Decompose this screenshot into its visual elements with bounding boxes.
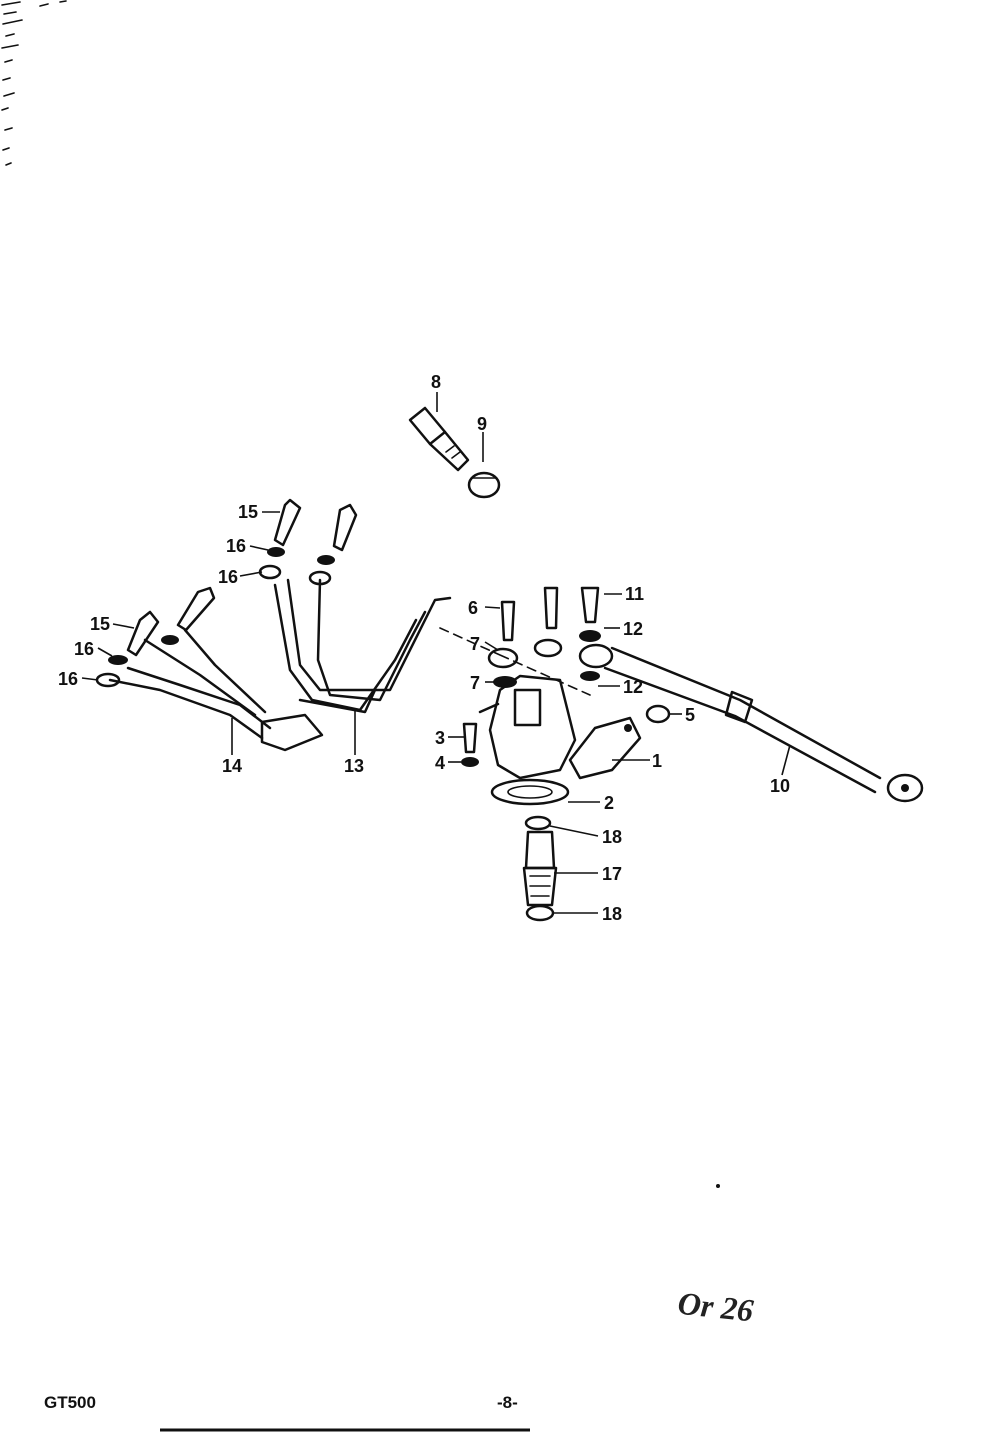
callout-13: 13 [344,756,364,776]
callout-16-lower-a: 16 [74,639,94,659]
callout-8: 8 [431,372,441,392]
part-10-cable [578,643,924,803]
callout-1: 1 [652,751,662,771]
part-8-bolt [408,406,470,472]
page-number: -8- [497,1393,518,1412]
callout-labels: 8 9 15 16 16 15 16 16 14 13 6 7 7 11 12 … [58,372,790,924]
callout-3: 3 [435,728,445,748]
part-12-washers [579,630,601,681]
part-17-drive-gear [522,830,558,907]
part-9-cap [467,471,501,499]
callout-14: 14 [222,756,242,776]
part-15-banjo-bolts [126,498,358,657]
part-5-cap [645,704,671,724]
callout-10: 10 [770,776,790,796]
part-4-washer [461,757,479,767]
callout-2: 2 [604,793,614,813]
scan-noise [1,0,67,166]
callout-17: 17 [602,864,622,884]
callout-16-upper-b: 16 [218,567,238,587]
callout-5: 5 [685,705,695,725]
part-18-washer-lower [525,904,555,922]
part-14-oil-pipes [108,628,324,752]
part-11-bolt [580,586,600,624]
leader-lines [81,392,791,914]
part-1-pump-body [478,674,642,780]
callout-15-upper: 15 [238,502,258,522]
callout-16-upper-a: 16 [226,536,246,556]
callout-9: 9 [477,414,487,434]
callout-18-upper: 18 [602,827,622,847]
callout-16-lower-b: 16 [58,669,78,689]
callout-18-lower: 18 [602,904,622,924]
callout-15-lower: 15 [90,614,110,634]
callout-12-upper: 12 [623,619,643,639]
callout-7-upper: 7 [470,634,480,654]
callout-12-lower: 12 [623,677,643,697]
part-2-gasket [490,778,570,806]
part-13-oil-pipes [273,578,452,714]
callout-4: 4 [435,753,445,773]
part-3-screw [462,722,478,754]
model-label: GT500 [44,1393,96,1412]
stray-dot [716,1184,720,1188]
part-6-banjo-bolt [500,586,559,642]
callout-11: 11 [625,584,644,604]
callout-7-lower: 7 [470,673,480,693]
part-18-washer-upper [524,815,552,831]
part-7-washers [487,638,563,688]
callout-6: 6 [468,598,478,618]
page-stamp: Or 26 [676,1285,755,1329]
